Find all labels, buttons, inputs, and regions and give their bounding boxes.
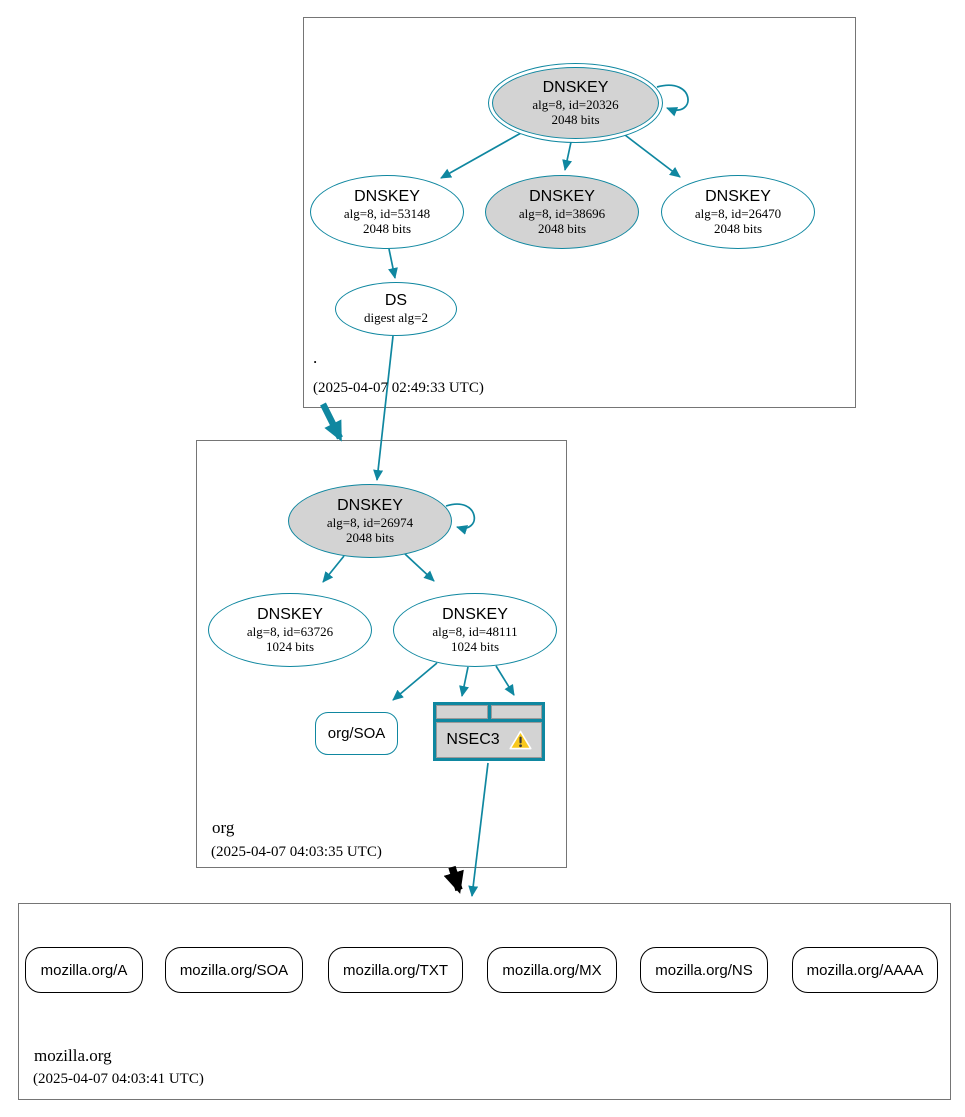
node-rrset-mozilla-org-soa[interactable]: mozilla.org/SOA xyxy=(165,947,303,993)
rrset-label: mozilla.org/TXT xyxy=(342,961,449,979)
node-bits-label: 1024 bits xyxy=(450,638,500,654)
node-type-label: DNSKEY xyxy=(257,605,323,623)
zone-box-mozilla-org xyxy=(18,903,951,1100)
node-type-label: DNSKEY xyxy=(542,78,609,96)
node-alg-label: alg=8, id=26470 xyxy=(694,205,782,221)
nsec3-label: NSEC3 xyxy=(446,731,500,748)
node-type-label: DNSKEY xyxy=(354,187,420,205)
rrset-label: mozilla.org/AAAA xyxy=(806,961,924,979)
edge-ds-to-org-ksk xyxy=(373,335,394,481)
node-org-zsk-dnskey-63726[interactable]: DNSKEY alg=8, id=63726 1024 bits xyxy=(208,593,372,667)
edge-root-ksk-to-zsk-38696 xyxy=(562,141,572,171)
node-bits-label: 2048 bits xyxy=(362,220,412,236)
node-rrset-mozilla-org-txt[interactable]: mozilla.org/TXT xyxy=(328,947,463,993)
rrset-label: mozilla.org/MX xyxy=(502,961,602,979)
zone-timestamp-org: (2025-04-07 04:03:35 UTC) xyxy=(211,844,382,860)
node-alg-label: alg=8, id=26974 xyxy=(326,514,414,530)
node-root-ds[interactable]: DS digest alg=2 xyxy=(335,282,457,336)
node-type-label: DNSKEY xyxy=(337,496,403,514)
zone-name-root: . xyxy=(313,348,318,367)
edge-zsk-53148-to-ds xyxy=(388,248,398,279)
node-bits-label: 2048 bits xyxy=(713,220,763,236)
node-rrset-mozilla-org-a[interactable]: mozilla.org/A xyxy=(25,947,143,993)
edge-org-ksk-to-zsk-48111 xyxy=(404,553,435,582)
edge-secure-delegation-root-to-org xyxy=(320,402,343,442)
node-rrset-mozilla-org-aaaa[interactable]: mozilla.org/AAAA xyxy=(792,947,938,993)
node-alg-label: alg=8, id=38696 xyxy=(518,205,606,221)
edge-org-ksk-self-loop xyxy=(445,503,476,535)
nsec3-record-cell-right xyxy=(490,705,542,719)
edge-root-ksk-to-zsk-26470 xyxy=(624,134,681,178)
edge-zsk-48111-to-nsec3-left xyxy=(459,666,469,697)
edge-delegation-org-to-mozilla xyxy=(443,865,464,894)
node-type-label: DNSKEY xyxy=(529,187,595,205)
node-root-zsk-dnskey-26470[interactable]: DNSKEY alg=8, id=26470 2048 bits xyxy=(661,175,815,249)
node-alg-label: alg=8, id=63726 xyxy=(246,623,334,639)
zone-timestamp-root: (2025-04-07 02:49:33 UTC) xyxy=(313,380,484,396)
node-alg-label: alg=8, id=20326 xyxy=(532,96,619,112)
node-org-nsec3[interactable]: NSEC3 xyxy=(433,702,545,761)
node-alg-label: digest alg=2 xyxy=(363,310,429,326)
nsec3-record-cell-left xyxy=(436,705,488,719)
nsec3-body: NSEC3 xyxy=(436,722,542,758)
edge-root-ksk-to-zsk-53148 xyxy=(440,132,522,179)
rrset-label: mozilla.org/NS xyxy=(655,961,753,979)
zone-name-mozilla-org: mozilla.org xyxy=(34,1046,112,1065)
node-bits-label: 2048 bits xyxy=(537,220,587,236)
node-root-zsk-dnskey-38696[interactable]: DNSKEY alg=8, id=38696 2048 bits xyxy=(485,175,639,249)
node-alg-label: alg=8, id=48111 xyxy=(432,623,518,639)
node-root-zsk-dnskey-53148[interactable]: DNSKEY alg=8, id=53148 2048 bits xyxy=(310,175,464,249)
zone-timestamp-mozilla-org: (2025-04-07 04:03:41 UTC) xyxy=(33,1071,204,1087)
node-bits-label: 2048 bits xyxy=(551,111,600,127)
node-alg-label: alg=8, id=53148 xyxy=(343,205,431,221)
edge-zsk-48111-to-nsec3-right xyxy=(495,665,515,696)
node-org-ksk-dnskey-26974[interactable]: DNSKEY alg=8, id=26974 2048 bits xyxy=(288,484,452,558)
rrset-label: org/SOA xyxy=(327,725,386,742)
warning-icon xyxy=(509,730,532,750)
nsec3-header-row xyxy=(436,705,542,719)
rrset-label: mozilla.org/A xyxy=(40,961,128,979)
edge-nsec3-to-mozilla-zone xyxy=(468,762,489,897)
node-org-soa-rrset[interactable]: org/SOA xyxy=(315,712,398,755)
node-rrset-mozilla-org-ns[interactable]: mozilla.org/NS xyxy=(640,947,768,993)
node-bits-label: 2048 bits xyxy=(345,529,395,545)
zone-name-org: org xyxy=(212,818,235,837)
node-type-label: DS xyxy=(384,292,408,310)
node-root-ksk-dnskey-20326[interactable]: DNSKEY alg=8, id=20326 2048 bits xyxy=(488,63,663,143)
node-org-zsk-dnskey-48111[interactable]: DNSKEY alg=8, id=48111 1024 bits xyxy=(393,593,557,667)
edge-org-ksk-to-zsk-63726 xyxy=(322,555,345,583)
edge-root-ksk-self-loop xyxy=(656,84,689,117)
node-type-label: DNSKEY xyxy=(705,187,771,205)
node-bits-label: 1024 bits xyxy=(265,638,315,654)
node-rrset-mozilla-org-mx[interactable]: mozilla.org/MX xyxy=(487,947,617,993)
rrset-label: mozilla.org/SOA xyxy=(179,961,289,979)
root-ksk-inner-ring: DNSKEY alg=8, id=20326 2048 bits xyxy=(492,67,659,139)
node-type-label: DNSKEY xyxy=(442,605,508,623)
edge-zsk-48111-to-org-soa xyxy=(392,662,438,701)
